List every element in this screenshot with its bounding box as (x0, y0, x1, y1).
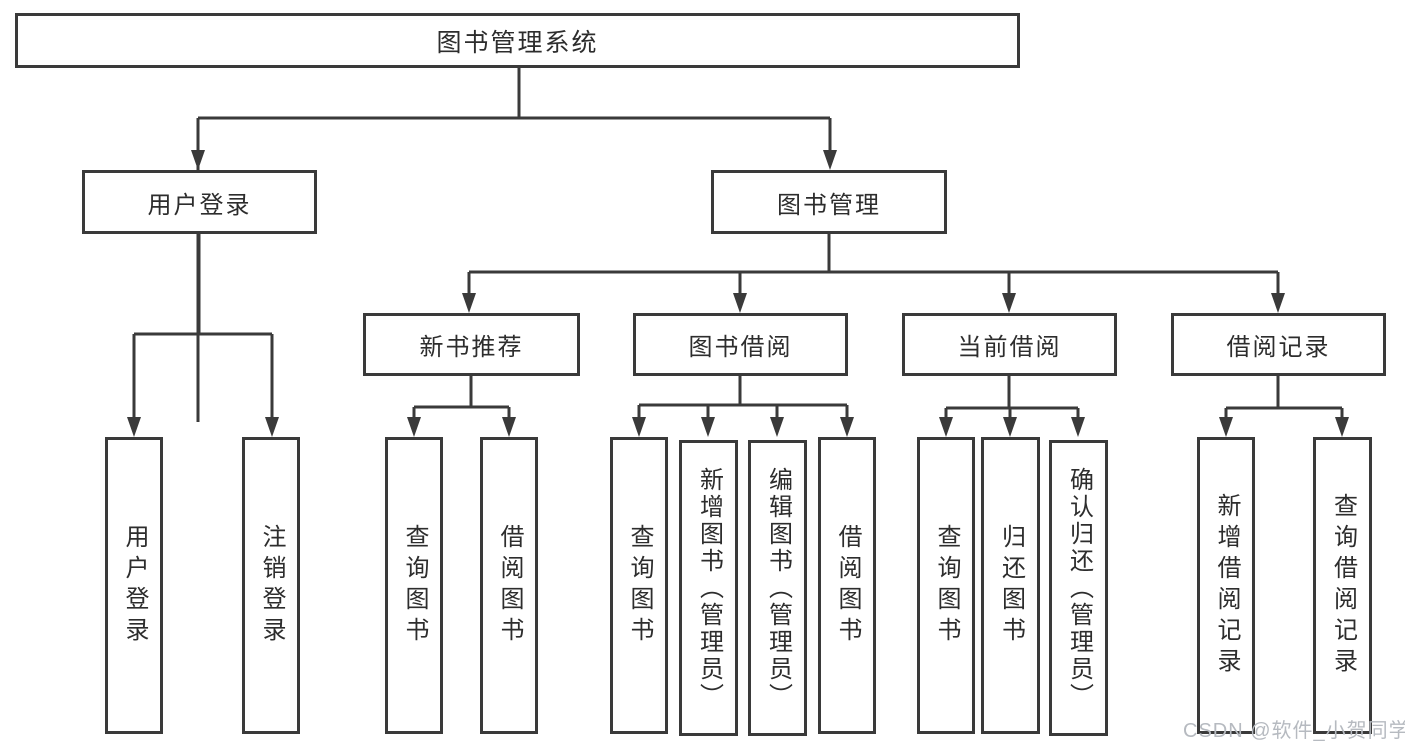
node-label: 用户登录 (147, 191, 252, 219)
node-label: 当前借阅 (957, 334, 1062, 361)
leaf-query-borrow-record: 查询借阅记录 (1313, 437, 1372, 734)
node-label: 图书借阅 (688, 334, 793, 361)
node-label: 图书管理系统 (436, 28, 599, 57)
leaf-borrow-books: 借阅图书 (818, 437, 876, 734)
node-user-login: 用户登录 (82, 170, 317, 234)
leaf-borrow-books-recommend: 借阅图书 (480, 437, 538, 734)
connector-root-to-level2 (191, 68, 837, 422)
leaf-add-borrow-record: 新增借阅记录 (1197, 437, 1255, 734)
connector-book-borrow-children (632, 376, 854, 437)
node-book-management: 图书管理 (711, 170, 947, 234)
leaf-label: 编辑图书（管理员） (764, 466, 792, 710)
leaf-add-books-admin: 新增图书（管理员） (679, 440, 738, 736)
leaf-return-books: 归还图书 (981, 437, 1040, 734)
leaf-label: 用户登录 (121, 523, 148, 648)
leaf-label: 新增图书（管理员） (695, 466, 723, 710)
node-library-management-system: 图书管理系统 (15, 13, 1020, 68)
leaf-edit-books-admin: 编辑图书（管理员） (748, 440, 807, 736)
leaf-query-books-recommend: 查询图书 (385, 437, 443, 734)
connector-current-borrow-children (939, 376, 1085, 437)
leaf-user-login: 用户登录 (105, 437, 163, 734)
leaf-label: 新增借阅记录 (1213, 492, 1240, 679)
node-borrow-records: 借阅记录 (1171, 313, 1386, 376)
leaf-label: 查询图书 (626, 523, 653, 648)
leaf-label: 归还图书 (997, 523, 1025, 648)
node-new-book-recommend: 新书推荐 (363, 313, 580, 376)
node-book-borrow: 图书借阅 (633, 313, 848, 376)
node-label: 借阅记录 (1226, 334, 1331, 361)
leaf-label: 查询图书 (401, 523, 428, 648)
connector-book-mgmt-children (462, 234, 1285, 313)
leaf-label: 查询借阅记录 (1329, 492, 1357, 679)
leaf-query-books-current: 查询图书 (917, 437, 975, 734)
leaf-label: 借阅图书 (496, 523, 523, 648)
csdn-watermark: CSDN @软件_小贺同学 (1183, 720, 1405, 742)
leaf-label: 查询图书 (933, 523, 960, 648)
leaf-confirm-return-admin: 确认归还（管理员） (1049, 440, 1108, 736)
connector-borrow-records-children (1219, 376, 1349, 437)
node-current-borrow: 当前借阅 (902, 313, 1117, 376)
connector-user-login-children (127, 234, 279, 437)
leaf-logout: 注销登录 (242, 437, 300, 734)
leaf-label: 注销登录 (258, 523, 285, 648)
connector-new-book-children (407, 376, 516, 437)
node-label: 图书管理 (777, 191, 881, 219)
node-label: 新书推荐 (419, 334, 524, 361)
leaf-label: 确认归还（管理员） (1065, 466, 1093, 710)
leaf-query-books-borrow: 查询图书 (610, 437, 668, 734)
leaf-label: 借阅图书 (834, 523, 861, 648)
